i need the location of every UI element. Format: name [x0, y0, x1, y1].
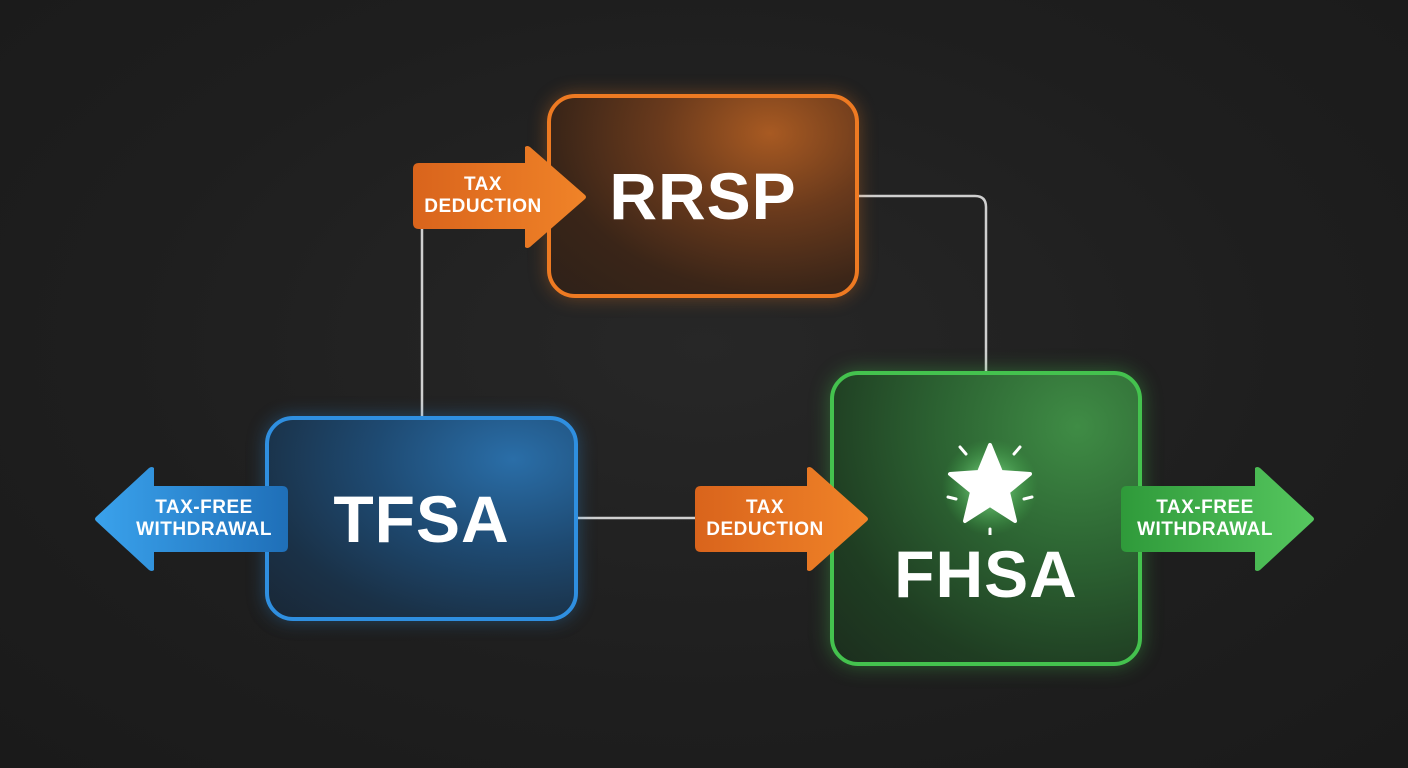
connector-rrsp-fhsa: [859, 194, 988, 371]
arrow-rrsp-line2: DEDUCTION: [424, 196, 542, 217]
arrow-fhsa-out-line1: TAX-FREE: [1156, 497, 1254, 518]
arrow-fhsa-out-line2: WITHDRAWAL: [1137, 519, 1273, 540]
tax-free-withdrawal-arrow-fhsa: TAX-FREE WITHDRAWAL: [1121, 466, 1315, 572]
tax-deduction-arrow-fhsa: TAX DEDUCTION: [695, 466, 871, 572]
arrow-fhsa-in-line2: DEDUCTION: [706, 519, 824, 540]
star-icon: [940, 435, 1040, 537]
fhsa-label: FHSA: [894, 536, 1078, 611]
arrow-tfsa-line2: WITHDRAWAL: [136, 519, 272, 540]
tax-deduction-arrow-rrsp: TAX DEDUCTION: [413, 145, 589, 249]
arrow-tfsa-line1: TAX-FREE: [155, 497, 253, 518]
fhsa-node: FHSA: [830, 371, 1142, 666]
arrow-fhsa-in-line1: TAX: [745, 497, 785, 518]
tfsa-label: TFSA: [333, 481, 510, 556]
tax-free-withdrawal-arrow-tfsa: TAX-FREE WITHDRAWAL: [94, 466, 288, 572]
arrow-rrsp-line1: TAX: [463, 174, 503, 195]
tfsa-node: TFSA: [265, 416, 578, 621]
rrsp-label: RRSP: [609, 159, 797, 233]
rrsp-node: RRSP: [547, 94, 859, 298]
